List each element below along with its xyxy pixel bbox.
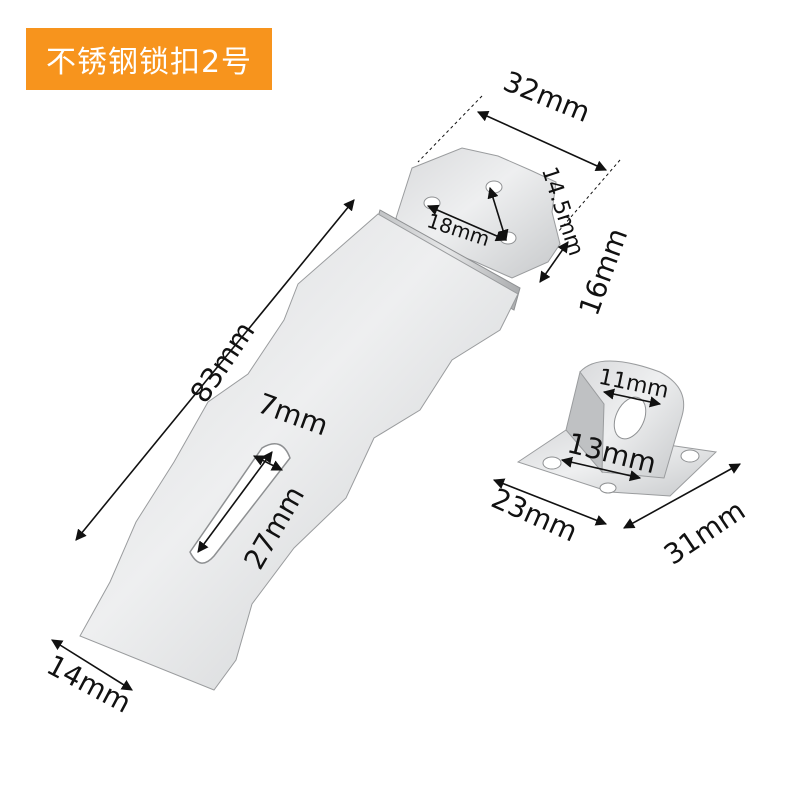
leaf-hole	[485, 180, 503, 194]
dim-staple-length: 31mm	[658, 494, 751, 572]
dim-tip-width: 14mm	[41, 648, 136, 719]
staple-base-hole	[542, 456, 562, 470]
hasp-plate	[79, 213, 519, 691]
dim-staple-width: 23mm	[487, 482, 583, 549]
product-title-banner: 不锈钢锁扣2号	[26, 28, 272, 90]
staple-base-hole	[599, 482, 617, 494]
dim-total-width: 32mm	[499, 65, 595, 129]
staple-base-hole	[680, 449, 700, 463]
product-title: 不锈钢锁扣2号	[45, 45, 253, 80]
